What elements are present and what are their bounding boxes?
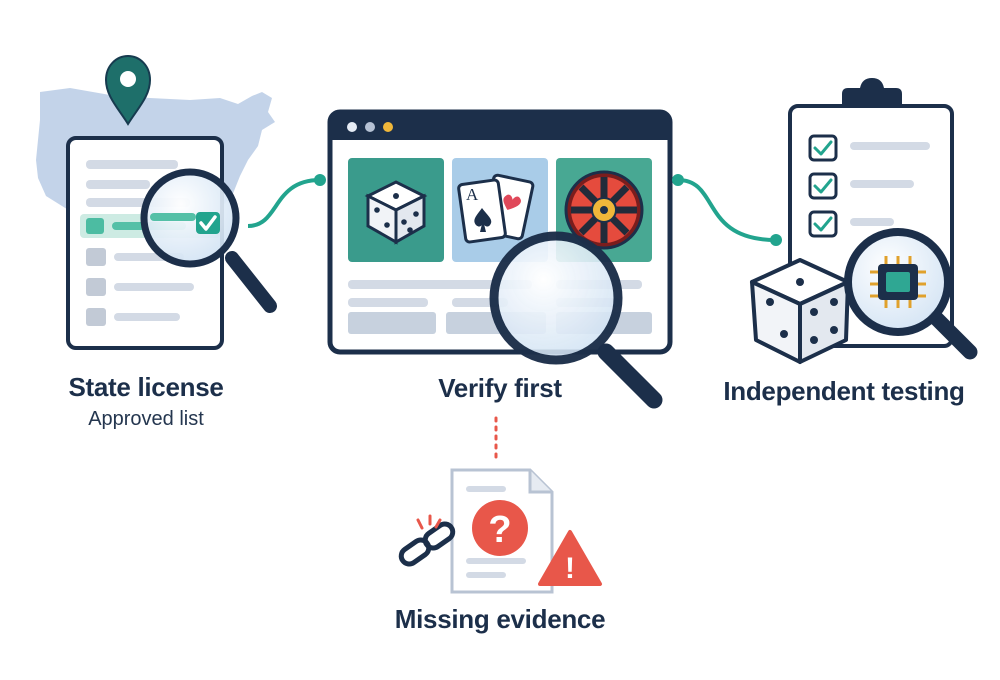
connector-license-to-verify [247,178,321,228]
state-license-illustration [36,54,277,350]
state-license-title: State license [68,372,224,402]
connector-dot [770,234,782,246]
playing-cards-icon: A [457,173,535,244]
question-icon: ? [472,500,528,556]
verify-first-title: Verify first [438,373,562,403]
warning-icon: ! [538,530,602,586]
question-mark: ? [488,509,511,551]
checkbox-icon [196,212,220,234]
ace-letter: A [466,185,479,204]
magnifier-icon-large [489,231,663,409]
testing-dice-icon [750,258,850,364]
missing-evidence-title: Missing evidence [394,604,606,634]
roulette-icon [564,170,644,250]
connector-dot [672,174,684,186]
approved-list-subtitle: Approved list [88,408,204,430]
dice-icon [364,180,428,245]
warning-mark: ! [565,552,575,585]
connector-dot [314,174,326,186]
map-pin-icon [104,54,152,126]
independent-testing-title: Independent testing [723,376,965,406]
chip-icon [870,256,926,308]
connector-verify-to-testing [677,178,777,242]
magnifier-icon [140,168,277,313]
broken-link-icon [398,514,456,567]
